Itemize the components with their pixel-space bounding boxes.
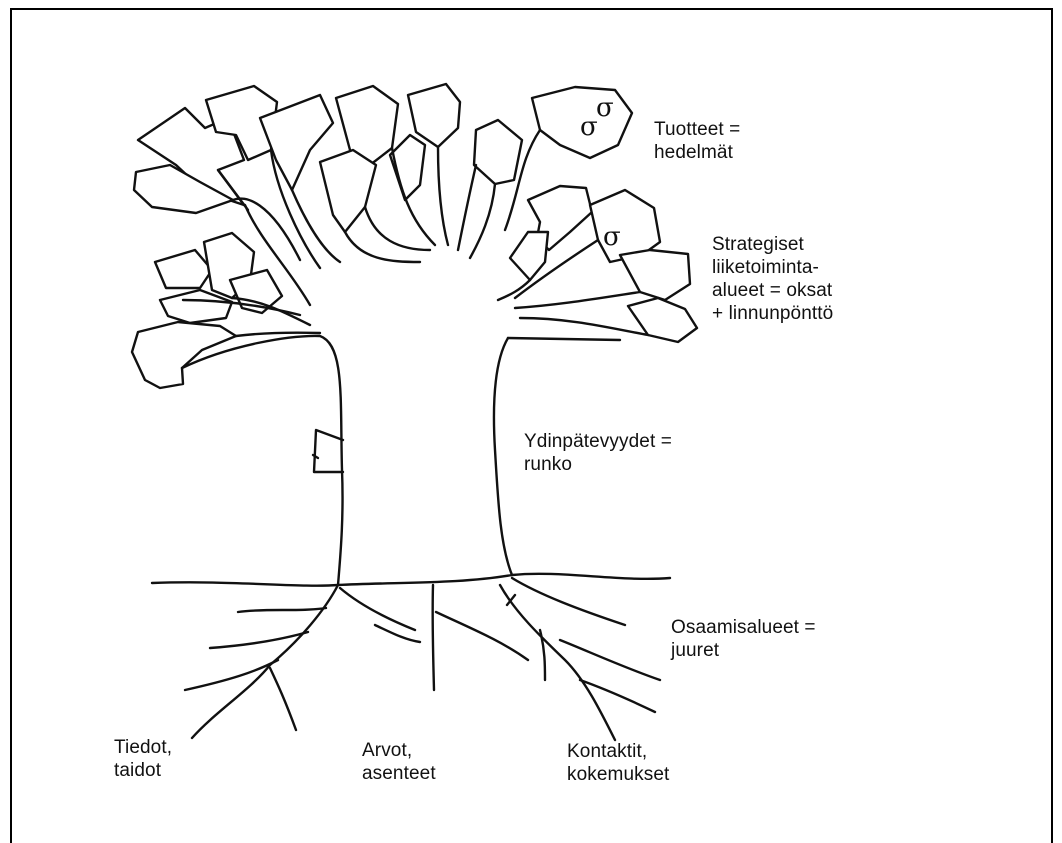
root (340, 588, 415, 630)
leaf-cluster (628, 298, 697, 342)
root (185, 660, 278, 690)
root (375, 625, 420, 642)
trunk-outline-left (182, 336, 343, 585)
leaf-cluster (510, 232, 548, 280)
leaf-cluster (320, 150, 376, 232)
label-root-middle: Arvot, asenteet (362, 739, 436, 785)
fruit-icon: σ (603, 222, 621, 252)
root (433, 585, 434, 690)
branch (438, 147, 448, 245)
branch (515, 292, 640, 308)
branch (520, 318, 648, 335)
branch (458, 165, 476, 250)
leaf-cluster (155, 250, 212, 288)
leaf-cluster (474, 120, 522, 184)
root (436, 612, 528, 660)
root (560, 640, 660, 680)
trunk-crown-right (508, 338, 620, 340)
branch (470, 184, 495, 258)
roots (152, 574, 670, 740)
root (512, 578, 625, 625)
label-trunk: Ydinpätevyydet = runko (524, 430, 672, 476)
label-root-right: Kontaktit, kokemukset (567, 740, 669, 786)
leaf-cluster (132, 322, 236, 388)
label-root-left: Tiedot, taidot (114, 736, 172, 782)
trunk-outline-right (494, 338, 512, 575)
root (500, 585, 615, 740)
label-fruits: Tuotteet = hedelmät (654, 118, 740, 164)
root (540, 630, 545, 680)
root (210, 632, 308, 648)
birdhouse (314, 430, 343, 472)
label-branches: Strategiset liiketoiminta- alueet = oksa… (712, 233, 833, 325)
root (270, 668, 296, 730)
root (238, 608, 326, 612)
fruit-icon: σ (596, 93, 614, 123)
ground-line (152, 574, 670, 586)
label-roots: Osaamisalueet = juuret (671, 616, 816, 662)
